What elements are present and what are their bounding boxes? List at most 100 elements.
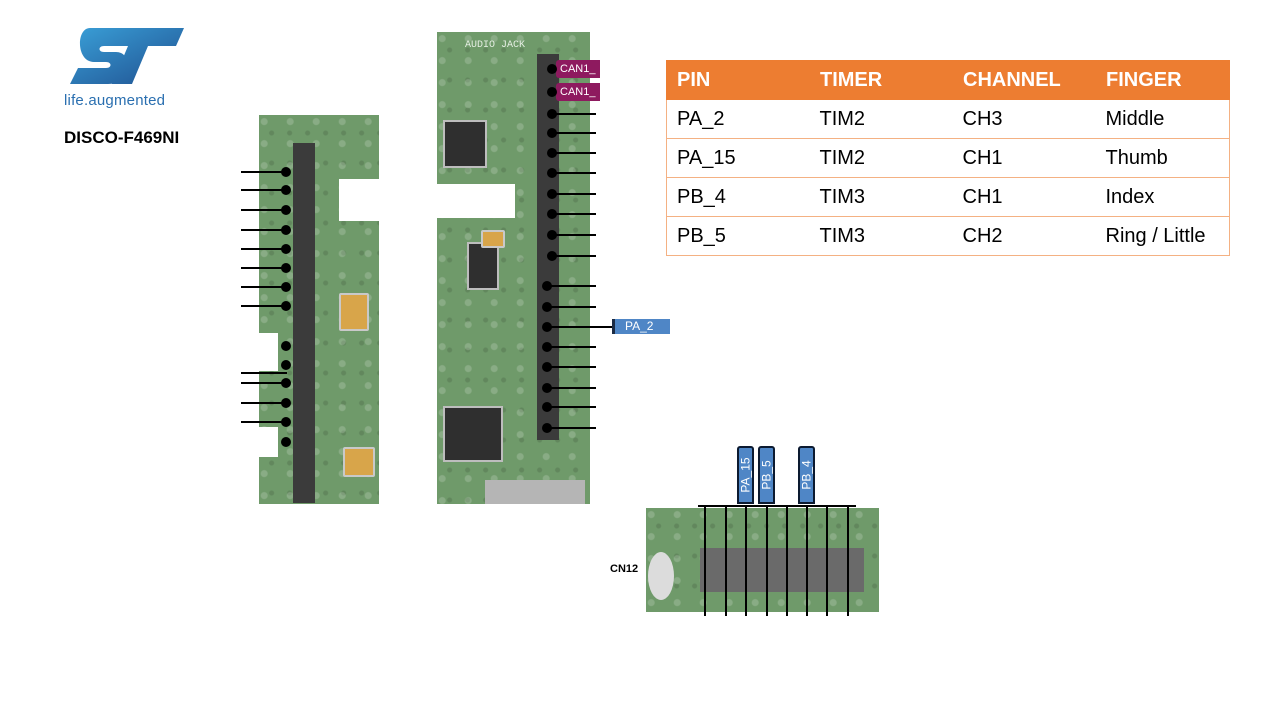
table-row: PA_15 TIM2 CH1 Thumb	[666, 138, 1230, 178]
pin-lead	[241, 286, 287, 288]
pin-dot	[547, 209, 557, 219]
pin-lead	[241, 305, 287, 307]
pin-tag-pa2: PA_2	[612, 319, 670, 334]
table-row: PB_4 TIM3 CH1 Index	[666, 177, 1230, 217]
pin-lead	[241, 421, 287, 423]
st-logo: life.augmented	[60, 26, 190, 116]
pin-dot	[542, 362, 552, 372]
ic-chip	[443, 120, 487, 168]
pin-dot	[281, 185, 291, 195]
pin-dot	[542, 342, 552, 352]
pin-lead	[241, 248, 287, 250]
cell-finger: Thumb	[1095, 138, 1230, 178]
left-board-photo	[259, 115, 379, 504]
pin-dot	[281, 263, 291, 273]
table-header-row: PIN TIMER CHANNEL FINGER	[666, 60, 1230, 100]
pin-dot	[281, 244, 291, 254]
pin-dot	[281, 301, 291, 311]
pin-lead	[548, 366, 596, 368]
cell-pin: PB_4	[666, 177, 810, 217]
cell-timer: TIM2	[809, 138, 953, 178]
pin-dot	[542, 322, 552, 332]
capacitor	[343, 447, 375, 477]
cell-finger: Index	[1095, 177, 1230, 217]
cell-timer: TIM3	[809, 177, 953, 217]
column-header-channel: CHANNEL	[952, 60, 1096, 100]
pin-dot	[281, 205, 291, 215]
pin-lead	[548, 172, 596, 174]
pin-tag-pa15: PA_15	[737, 446, 754, 504]
st-logo-icon	[70, 28, 184, 84]
ic-chip	[467, 242, 499, 290]
pin-lead	[241, 189, 287, 191]
pin-lead	[548, 255, 596, 257]
pin-dot	[542, 423, 552, 433]
pin-mapping-table: PIN TIMER CHANNEL FINGER PA_2 TIM2 CH3 M…	[666, 60, 1230, 256]
pin-dot	[547, 148, 557, 158]
pin-dot	[547, 168, 557, 178]
pin-lead	[241, 402, 287, 404]
pin-dot	[281, 398, 291, 408]
pin-dot	[281, 378, 291, 388]
pin-dot	[542, 302, 552, 312]
cell-channel: CH2	[952, 216, 1096, 256]
left-pin-header	[293, 143, 315, 503]
pin-lead	[548, 427, 596, 429]
pin-dot	[281, 360, 291, 370]
pin-lead	[241, 229, 287, 231]
pin-lead	[548, 113, 596, 115]
cell-pin: PA_2	[666, 99, 810, 139]
can1-tag: CAN1_	[556, 83, 600, 101]
pin-tag-pb5: PB_5	[758, 446, 775, 504]
ic-chip	[443, 406, 503, 462]
cn12-header	[700, 548, 864, 592]
capacitor	[481, 230, 505, 248]
pin-lead	[548, 326, 614, 328]
pin-lead	[241, 171, 287, 173]
logo-tagline: life.augmented	[64, 92, 166, 109]
pin-tag-label: PB_5	[759, 460, 774, 490]
cell-pin: PA_15	[666, 138, 810, 178]
pin-dot	[547, 230, 557, 240]
audio-jack-label: AUDIO JACK	[465, 40, 526, 51]
table-row: PB_5 TIM3 CH2 Ring / Little	[666, 216, 1230, 256]
pin-dot	[542, 402, 552, 412]
right-board-photo: AUDIO JACK	[437, 32, 590, 504]
cn12-board-photo	[646, 508, 879, 612]
pin-lead	[241, 372, 287, 374]
pin-dot	[281, 341, 291, 351]
column-header-timer: TIMER	[809, 60, 953, 100]
column-header-finger: FINGER	[1095, 60, 1230, 100]
pin-dot	[281, 417, 291, 427]
pin-dot	[547, 128, 557, 138]
pin-lead	[548, 406, 596, 408]
cell-timer: TIM3	[809, 216, 953, 256]
pin-lead	[548, 346, 596, 348]
can1-tag: CAN1_	[556, 60, 600, 78]
pin-lead	[241, 382, 287, 384]
pin-dot	[542, 383, 552, 393]
cn12-label: CN12	[610, 563, 639, 575]
cell-channel: CH1	[952, 138, 1096, 178]
cell-finger: Middle	[1095, 99, 1230, 139]
pin-lead	[548, 132, 596, 134]
pin-lead	[241, 267, 287, 269]
pin-dot	[281, 282, 291, 292]
pin-lead	[548, 387, 596, 389]
cell-pin: PB_5	[666, 216, 810, 256]
pin-dot	[281, 437, 291, 447]
pin-lead	[548, 193, 596, 195]
cell-timer: TIM2	[809, 99, 953, 139]
table-row: PA_2 TIM2 CH3 Middle	[666, 99, 1230, 139]
pin-lead	[241, 209, 287, 211]
capacitor	[339, 293, 369, 331]
pin-dot	[542, 281, 552, 291]
pin-lead	[548, 285, 596, 287]
cell-channel: CH1	[952, 177, 1096, 217]
cell-finger: Ring / Little	[1095, 216, 1230, 256]
pin-tag-label: PB_4	[799, 460, 814, 490]
pin-dot	[281, 225, 291, 235]
pin-dot	[547, 109, 557, 119]
pin-dot	[547, 87, 557, 97]
pin-lead	[548, 234, 596, 236]
